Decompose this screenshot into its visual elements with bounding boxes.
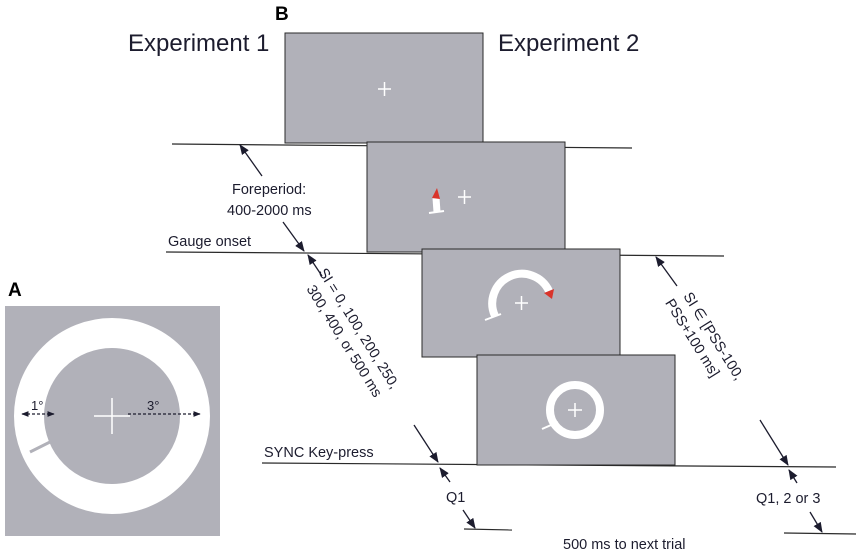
ring-width-label: 1° bbox=[31, 398, 43, 413]
panel-b-letter: B bbox=[275, 4, 289, 25]
ring-start-marker bbox=[29, 431, 69, 454]
timeline-end-exp1 bbox=[463, 528, 513, 531]
si-exp2-arrow-up bbox=[655, 256, 678, 287]
sync-keypress-label: SYNC Key-press bbox=[264, 445, 374, 461]
q123-arrow-down bbox=[809, 511, 823, 533]
panel-a-letter: A bbox=[8, 280, 22, 301]
screen-gauge-onset bbox=[366, 141, 566, 253]
gauge-start-marker bbox=[541, 421, 559, 430]
foreperiod-label-line1: Foreperiod: bbox=[232, 182, 306, 198]
gauge-tip-icon bbox=[544, 289, 554, 299]
foreperiod-label-line2: 400-2000 ms bbox=[227, 203, 312, 219]
gauge-start-marker bbox=[428, 210, 445, 214]
experiment-1-heading: Experiment 1 bbox=[128, 30, 269, 57]
experiment-2-heading: Experiment 2 bbox=[498, 30, 639, 57]
gauge-arc-start bbox=[432, 197, 441, 213]
q1-arrow-down bbox=[462, 509, 476, 529]
next-trial-label: 500 ms to next trial bbox=[563, 537, 686, 552]
screen-fixation bbox=[284, 32, 484, 144]
timeline-end-exp2 bbox=[783, 532, 857, 535]
gauge-onset-label: Gauge onset bbox=[168, 234, 251, 250]
q1-label: Q1 bbox=[446, 490, 465, 506]
screen-gauge-rotating bbox=[421, 248, 621, 358]
stimulus-panel-a: 1° 3° bbox=[5, 306, 220, 536]
si-exp2-arrow-down bbox=[759, 419, 789, 466]
gauge-start-marker bbox=[484, 313, 502, 321]
screen-gauge-complete bbox=[476, 354, 676, 466]
q123-arrow-up bbox=[788, 469, 798, 484]
gauge-arc bbox=[488, 269, 553, 318]
gauge-ring bbox=[546, 381, 604, 439]
inner-radius-label: 3° bbox=[147, 398, 159, 413]
foreperiod-arrow-up bbox=[239, 144, 263, 177]
q1-arrow-up bbox=[439, 467, 451, 483]
q123-label: Q1, 2 or 3 bbox=[756, 491, 820, 507]
gauge-tip-icon bbox=[432, 188, 440, 199]
foreperiod-arrow-down bbox=[282, 221, 305, 252]
si-exp1-arrow-up bbox=[307, 254, 323, 277]
si-exp1-arrow-down bbox=[413, 424, 439, 463]
